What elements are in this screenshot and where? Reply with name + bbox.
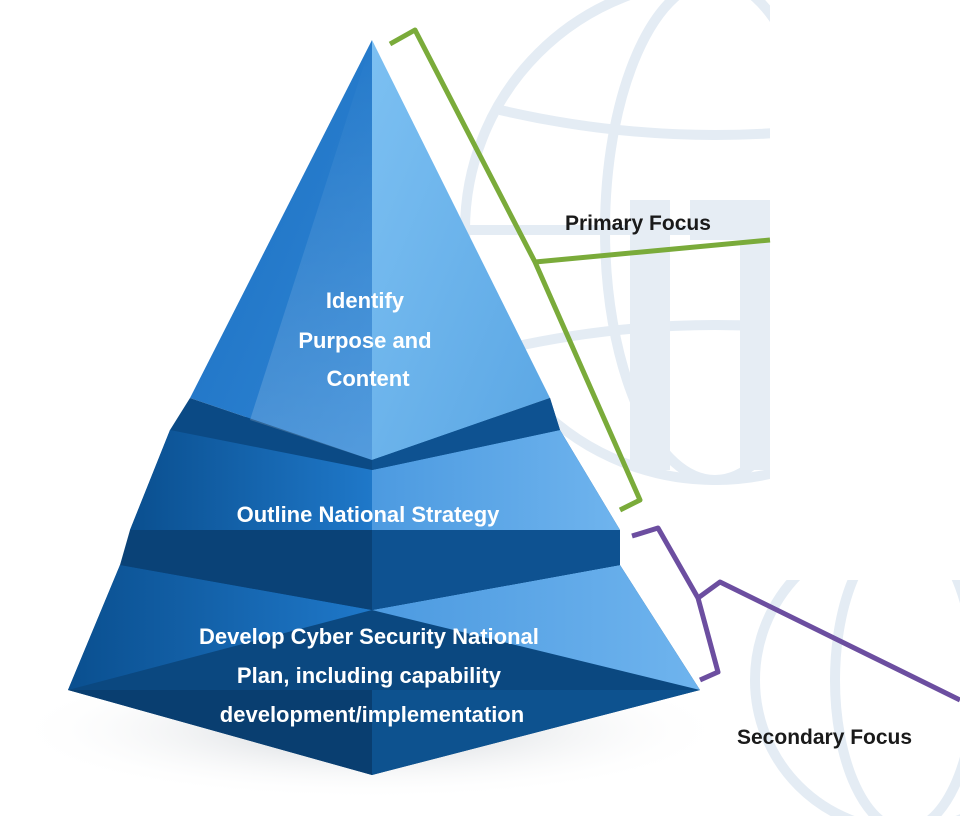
watermark-mask [770,0,960,580]
primary-focus-bracket [388,27,771,513]
tier-top [170,40,560,470]
tier-bottom-label: Develop Cyber Security National Plan, in… [199,624,545,727]
secondary-focus-bracket [631,525,960,703]
tier-top-label: Identify Purpose and Content [298,288,437,391]
tier-middle-label: Outline National Strategy [237,502,501,527]
tier-middle [120,395,620,610]
secondary-focus-label: Secondary Focus [737,726,912,749]
primary-focus-label: Primary Focus [565,212,711,235]
tier-bottom [68,540,700,775]
